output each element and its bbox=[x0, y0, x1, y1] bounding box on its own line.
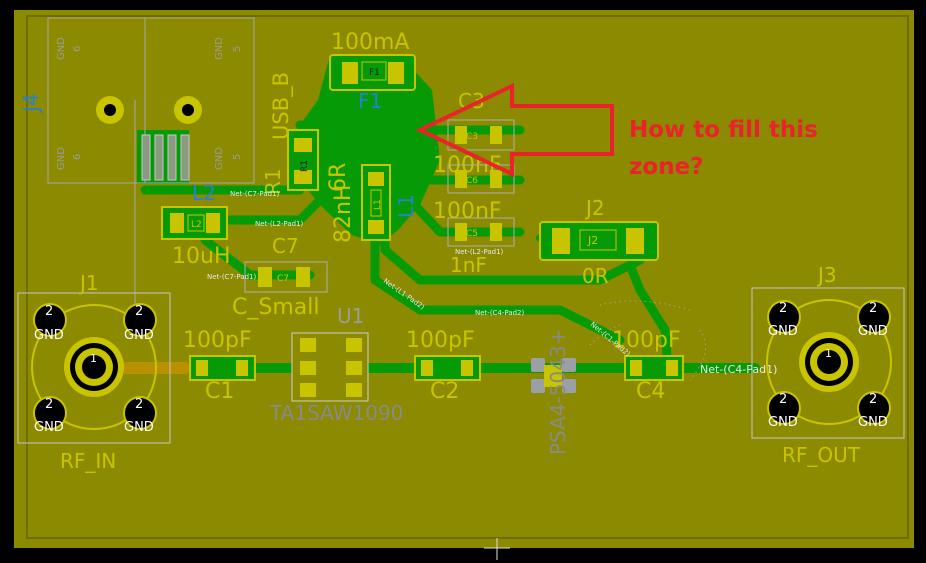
l1-value: 82nH bbox=[331, 185, 356, 243]
c2-value: 100pF bbox=[406, 328, 475, 353]
j1-gnd-bl: GND bbox=[34, 420, 64, 435]
c6-value: 100nF bbox=[433, 199, 502, 224]
j1-pin-tr: 2 bbox=[135, 304, 143, 319]
j1-pin-bl: 2 bbox=[45, 397, 53, 412]
capacitor-c1[interactable]: 100pF C1 bbox=[183, 328, 256, 404]
c4-value: 100pF bbox=[612, 328, 681, 353]
c7-pad-label: C7 bbox=[277, 274, 289, 284]
annotation-line-2: zone? bbox=[629, 153, 704, 180]
j4-gnd-br: GND bbox=[214, 147, 225, 170]
cursor-crosshair bbox=[484, 538, 510, 560]
j3-gnd-bl: GND bbox=[768, 415, 798, 430]
j3-gnd-br: GND bbox=[858, 415, 888, 430]
j3-pin-tl: 2 bbox=[779, 301, 787, 316]
j3-pin-bl: 2 bbox=[779, 392, 787, 407]
j3-ref: J3 bbox=[816, 263, 837, 287]
j3-pin-tr: 2 bbox=[869, 301, 877, 316]
c5-value: 1nF bbox=[450, 253, 487, 277]
amplifier-u2[interactable]: PSA4-5043+ bbox=[531, 329, 576, 455]
red-arrow-icon bbox=[415, 82, 614, 178]
j1-gnd-br: GND bbox=[124, 420, 154, 435]
net-label-l2-pad1: Net-(L2-Pad1) bbox=[255, 220, 304, 228]
l1-ref: L1 bbox=[394, 194, 418, 218]
j3-gnd-tl: GND bbox=[768, 324, 798, 339]
inductor-l2[interactable]: L2 L2 10uH bbox=[161, 181, 230, 269]
j4-value: USB_B bbox=[269, 72, 294, 140]
capacitor-c2[interactable]: 100pF C2 bbox=[406, 328, 481, 404]
c1-ref: C1 bbox=[205, 379, 234, 404]
j2-ref: J2 bbox=[584, 196, 605, 220]
j4-gnd-bl: GND bbox=[56, 147, 67, 170]
saw-filter-u1[interactable]: U1 TA1SAW1090 bbox=[269, 304, 403, 425]
j4-pin-br: 5 bbox=[232, 154, 243, 160]
net-label-l2-pad1-b: Net-(L2-Pad1) bbox=[455, 248, 504, 256]
jumper-j2[interactable]: J2 J2 0R bbox=[539, 196, 659, 288]
sma-connector-j3[interactable]: 1 2 GND 2 GND 2 GND 2 GND J3 RF_OUT bbox=[751, 263, 905, 467]
net-label-c4-pad1: Net-(C4-Pad1) bbox=[700, 363, 777, 376]
saw-value: TA1SAW1090 bbox=[269, 401, 403, 425]
j1-value: RF_IN bbox=[60, 449, 116, 473]
fuse-f1[interactable]: F1 100mA F1 bbox=[329, 30, 416, 113]
net-label-c4-pad2: Net-(C4-Pad2) bbox=[475, 309, 525, 317]
c1-value: 100pF bbox=[183, 328, 252, 353]
c3-pad-label: C3 bbox=[466, 132, 478, 142]
annotation-text: How to fill this zone? bbox=[629, 112, 818, 186]
j2-value: 0R bbox=[582, 264, 609, 288]
j3-value: RF_OUT bbox=[782, 443, 861, 467]
c5-pad-label: C5 bbox=[466, 229, 478, 239]
j1-ref: J1 bbox=[78, 271, 99, 295]
resistor-r1[interactable]: R1 R1 6R bbox=[261, 129, 351, 195]
j1-gnd-tr: GND bbox=[124, 328, 154, 343]
r1-value: 6R bbox=[326, 163, 351, 192]
j4-pin-tr: 5 bbox=[232, 46, 243, 52]
l1-pad-label: L1 bbox=[373, 199, 383, 210]
capacitor-c5[interactable]: C5 bbox=[447, 217, 515, 247]
r1-ref: R1 bbox=[261, 168, 285, 195]
amp-value: PSA4-5043+ bbox=[546, 329, 570, 455]
capacitor-c4[interactable]: 100pF C4 bbox=[612, 328, 684, 404]
j4-gnd-tl: GND bbox=[56, 37, 67, 60]
j1-pin-br: 2 bbox=[135, 397, 143, 412]
capacitor-c7[interactable]: C7 C7 C_Small bbox=[232, 234, 328, 320]
board-edge-cuts bbox=[26, 15, 909, 539]
capacitor-c6[interactable]: C6 bbox=[447, 164, 515, 194]
j4-ref: J4 bbox=[19, 93, 43, 114]
u1-ref: U1 bbox=[337, 304, 364, 328]
f1-ref: F1 bbox=[358, 89, 382, 113]
j4-pin-bl: 6 bbox=[72, 154, 83, 160]
inductor-l1[interactable]: L1 82nH L1 bbox=[331, 164, 418, 243]
l2-ref: L2 bbox=[192, 181, 216, 205]
j4-pin-tl: 6 bbox=[72, 46, 83, 52]
j2-pad-label: J2 bbox=[587, 234, 598, 247]
c7-ref: C7 bbox=[272, 234, 299, 258]
r1-pad-label: R1 bbox=[300, 160, 310, 172]
capacitor-c3[interactable]: C3 C3 bbox=[447, 89, 515, 151]
power-zone-fill bbox=[300, 55, 440, 245]
c7-value: C_Small bbox=[232, 295, 319, 320]
c2-ref: C2 bbox=[430, 379, 459, 404]
annotation-line-1: How to fill this bbox=[629, 117, 818, 143]
sma-connector-j1[interactable]: 1 2 GND 2 GND 2 GND 2 GND J1 RF_IN bbox=[17, 271, 171, 473]
l2-pad-label: L2 bbox=[191, 220, 202, 230]
j3-gnd-tr: GND bbox=[858, 324, 888, 339]
j1-center-pin: 1 bbox=[90, 352, 97, 365]
j1-pin-tl: 2 bbox=[45, 304, 53, 319]
c6-pad-label: C6 bbox=[466, 176, 478, 186]
net-label-c7-pad1-b: Net-(C7-Pad1) bbox=[207, 273, 257, 281]
usb-connector-j4[interactable]: GND 6 GND 5 GND 6 GND 5 J4 USB_B bbox=[19, 17, 294, 315]
j4-gnd-tr: GND bbox=[214, 37, 225, 60]
j3-center-pin: 1 bbox=[825, 347, 832, 360]
net-label-c7-pad1: Net-(C7-Pad1) bbox=[230, 190, 280, 198]
copper-traces bbox=[90, 55, 760, 374]
l2-value: 10uH bbox=[172, 244, 230, 269]
c4-ref: C4 bbox=[636, 379, 665, 404]
j3-pin-br: 2 bbox=[869, 392, 877, 407]
j1-gnd-tl: GND bbox=[34, 328, 64, 343]
f1-value: 100mA bbox=[331, 30, 409, 55]
f1-pad-label: F1 bbox=[369, 68, 380, 78]
